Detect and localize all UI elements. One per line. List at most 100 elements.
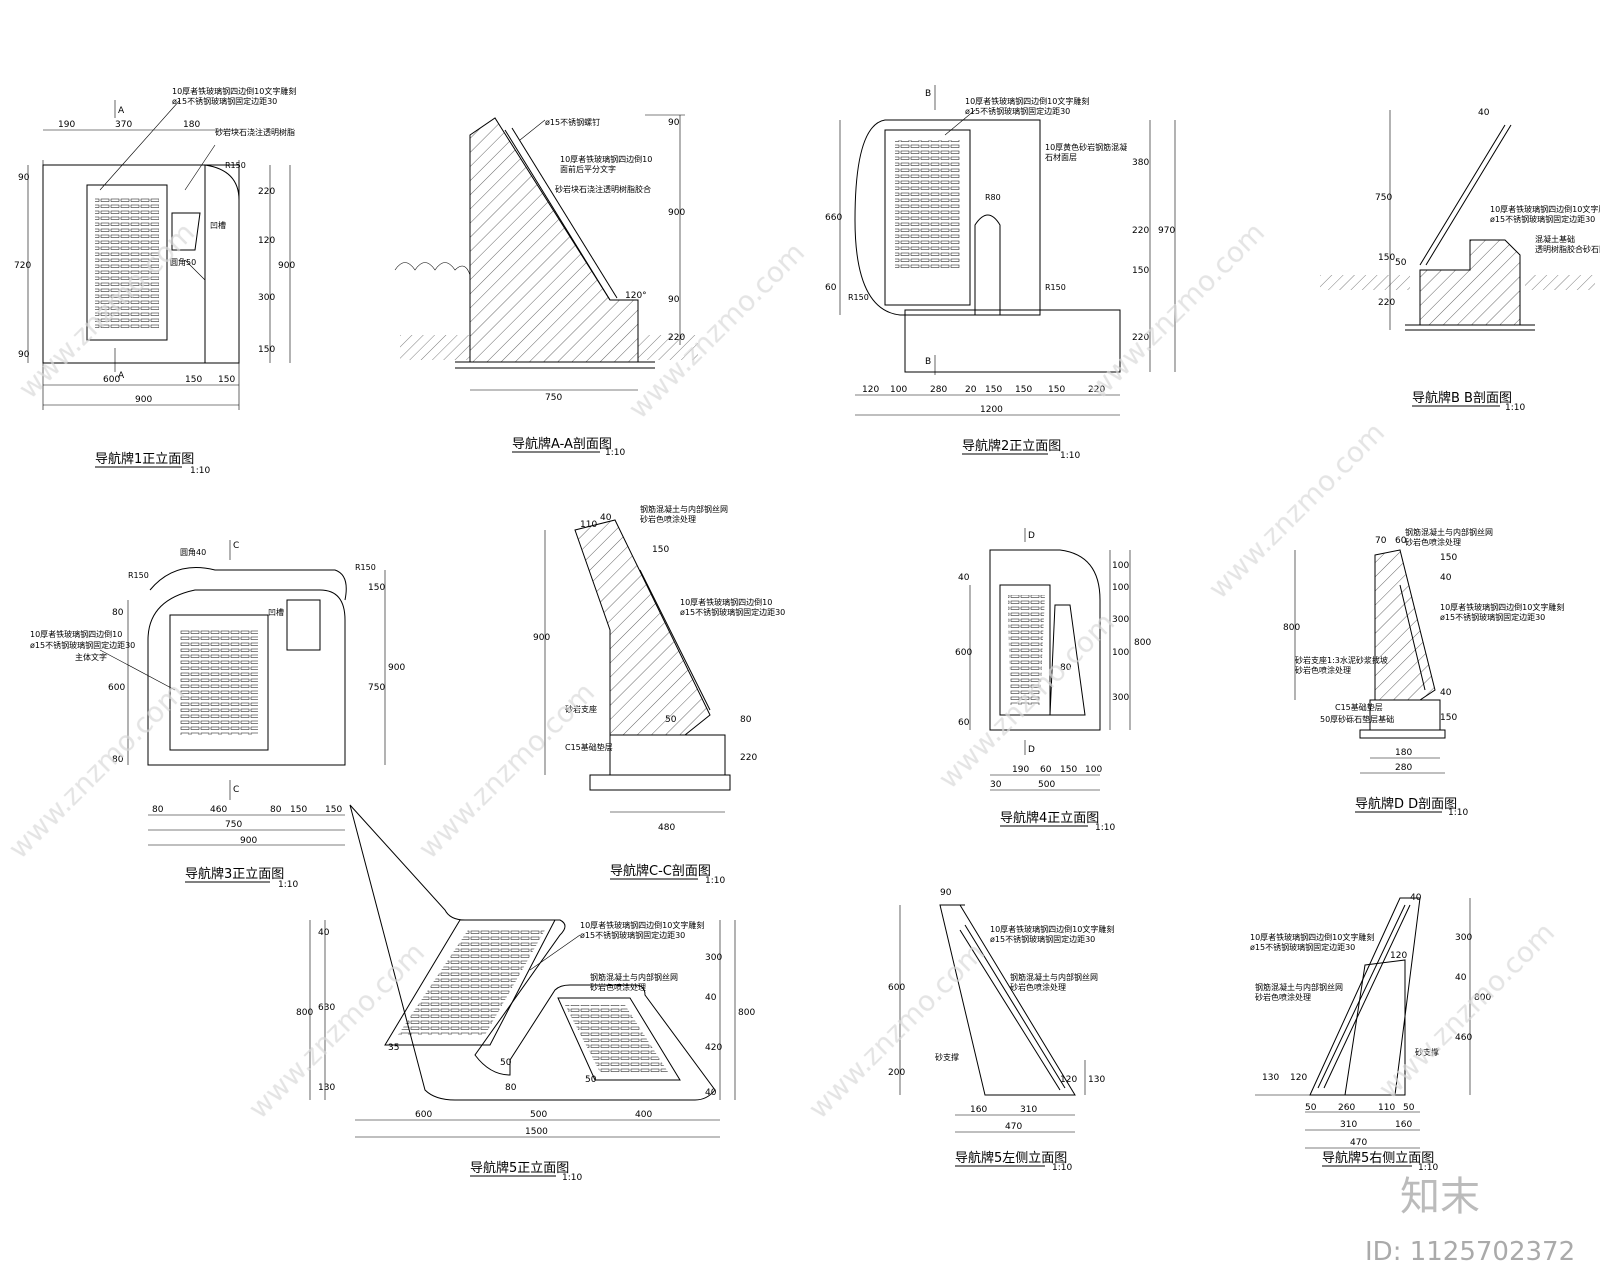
d7-right-dim-2: 100 (1112, 583, 1129, 593)
d6-dim-2: 40 (600, 513, 612, 523)
d6-dim-5: 80 (740, 715, 752, 725)
d11-total: 470 (1350, 1138, 1367, 1148)
drawing-9-front-elevation-5: 40 630 130 800 300 40 420 40 800 600 500… (296, 804, 755, 1183)
d10-note-panel: 10厚者铁玻璃钢四边倒10文字雕刻 (990, 924, 1114, 934)
d9-left-dim-1: 40 (318, 928, 330, 938)
d3-bottom-dim-6: 150 (1015, 385, 1032, 395)
d1-note-fillet: 圆角50 (170, 257, 196, 267)
d4-title: 导航牌B B剖面图 (1412, 390, 1512, 406)
drawing-3-front-elevation-2: 660 60 380 220 150 220 970 120 100 280 2… (825, 85, 1175, 461)
d8-dim-5: 40 (1440, 573, 1452, 583)
d10-total: 470 (1005, 1122, 1022, 1132)
d6-scale: 1:10 (705, 876, 725, 886)
d11-dim-3: 40 (1455, 973, 1467, 983)
d5-note-r150-left: R150 (128, 571, 149, 580)
drawing-2-section-aa: 90 900 90 220 750 120° ø15不锈钢螺钉 10厚者铁玻璃钢… (394, 114, 698, 458)
d1-title: 导航牌1正立面图 (95, 451, 194, 467)
watermark-brand-logo: 知末 (1400, 1174, 1480, 1220)
d1-top-dim-2: 370 (115, 120, 132, 130)
d8-note-panel: 10厚者铁玻璃钢四边倒10文字雕刻 (1440, 602, 1564, 612)
d7-bottom-dim-3: 60 (1040, 765, 1052, 775)
d3-note-panel: 10厚者铁玻璃钢四边倒10文字雕刻 (965, 96, 1089, 106)
d8-dim-2: 60 (1395, 536, 1407, 546)
d10-bottom-1: 160 (970, 1105, 987, 1115)
d10-dim-3: 200 (888, 1068, 905, 1078)
d5-note-text: 主体文字 (75, 652, 107, 662)
d9-right-dim-1: 300 (705, 953, 722, 963)
d9-note-50a: 50 (500, 1058, 512, 1068)
d10-scale: 1:10 (1052, 1163, 1072, 1173)
d2-angle: 120° (625, 291, 647, 301)
d1-right-dim-2: 120 (258, 236, 275, 246)
d4-note-base: 混凝土基础 (1535, 234, 1575, 244)
d3-left-dim-1: 660 (825, 213, 842, 223)
d11-scale: 1:10 (1418, 1163, 1438, 1173)
d5-total: 900 (240, 836, 257, 846)
d2-note-resin: 砂岩块石浇注透明树脂胶合 (555, 184, 651, 194)
d3-right-dim-4: 220 (1132, 333, 1149, 343)
d11-bottom-5: 310 (1340, 1120, 1357, 1130)
d3-bottom-dim-1: 120 (862, 385, 879, 395)
d9-note-50b: 50 (585, 1075, 597, 1085)
d3-section-bottom: B (925, 357, 931, 367)
drawing-8-section-dd: 70 60 800 150 40 40 150 180 280 钢筋混凝土与内部… (1283, 527, 1564, 818)
d6-note-c15: C15基础垫层 (565, 742, 613, 752)
d10-note-120: 120 (1060, 1075, 1077, 1085)
d3-bottom-dim-2: 100 (890, 385, 907, 395)
d2-dim-2: 900 (668, 208, 685, 218)
d11-bottom-4: 50 (1403, 1103, 1415, 1113)
d7-right-dim-1: 100 (1112, 561, 1129, 571)
d9-note-paint: 砂岩色喷涂处理 (590, 982, 646, 992)
d1-right-dim-3: 300 (258, 293, 275, 303)
d1-left-dim-2: 720 (14, 261, 31, 271)
d3-right-dim-3: 150 (1132, 266, 1149, 276)
d9-note-mesh: 钢筋混凝土与内部钢丝网 (590, 972, 678, 982)
d7-note-80: 80 (1060, 663, 1072, 673)
d11-bottom-3: 110 (1378, 1103, 1395, 1113)
d5-title: 导航牌3正立面图 (185, 866, 284, 882)
d11-bottom-2: 260 (1338, 1103, 1355, 1113)
d5-note-fillet: 圆角40 (180, 547, 206, 557)
d3-bottom-dim-8: 220 (1088, 385, 1105, 395)
d3-bottom-dim-4: 20 (965, 385, 977, 395)
d7-section-top: D (1028, 531, 1035, 541)
d7-bottom-dim-2: 190 (1012, 765, 1029, 775)
d3-right-dim-1: 380 (1132, 158, 1149, 168)
d5-bottom-dim-3: 80 (270, 805, 282, 815)
d5-left-dim-3: 80 (112, 755, 124, 765)
d8-bottom-1: 180 (1395, 748, 1412, 758)
d4-note-resin: 透明树脂胶合砂石固定 (1535, 244, 1600, 254)
d3-note-concrete: 10厚黄色砂岩钢筋混凝 (1045, 142, 1127, 152)
d7-total: 500 (1038, 780, 1055, 790)
d8-note-support: 砂岩支座1:3水泥砂浆找坡 (1295, 655, 1388, 665)
d4-dim-1: 40 (1478, 108, 1490, 118)
d5-right-total: 900 (388, 663, 405, 673)
d5-left-dim-1: 80 (112, 608, 124, 618)
d3-right-total: 970 (1158, 226, 1175, 236)
d8-note-bolt: ø15不锈钢玻璃钢固定边距30 (1440, 612, 1545, 622)
d3-bottom-dim-5: 150 (985, 385, 1002, 395)
d6-note-support: 砂岩支座 (565, 704, 597, 714)
d9-right-dim-2: 40 (705, 993, 717, 1003)
d5-scale: 1:10 (278, 880, 298, 890)
d3-total: 1200 (980, 405, 1003, 415)
d1-note-resin: 砂岩块石浇注透明树脂 (215, 127, 295, 137)
d6-dim-1: 110 (580, 520, 597, 530)
d11-note-panel: 10厚者铁玻璃钢四边倒10文字雕刻 (1250, 932, 1374, 942)
d7-title: 导航牌4正立面图 (1000, 810, 1099, 826)
watermark-id: ID: 1125702372 (1365, 1237, 1575, 1267)
d4-dim-2: 750 (1375, 193, 1392, 203)
d7-right-dim-5: 300 (1112, 693, 1129, 703)
d5-section-top: C (233, 541, 239, 551)
d3-note-r150-right: R150 (1045, 283, 1066, 292)
d8-dim-4: 150 (1440, 553, 1457, 563)
d3-note-r80: R80 (985, 193, 1001, 202)
d2-scale: 1:10 (605, 448, 625, 458)
d2-title: 导航牌A-A剖面图 (512, 436, 612, 452)
d5-bottom-dim-1: 80 (152, 805, 164, 815)
drawing-6-section-cc: 110 40 150 900 80 220 50 480 钢筋混凝土与内部钢丝网… (533, 504, 785, 886)
d9-left-dim-2: 630 (318, 1003, 335, 1013)
d3-left-dim-2: 60 (825, 283, 837, 293)
d4-dim-3: 50 (1395, 258, 1407, 268)
d1-panel-note: 10厚者铁玻璃钢四边倒10文字雕刻 (172, 86, 296, 96)
